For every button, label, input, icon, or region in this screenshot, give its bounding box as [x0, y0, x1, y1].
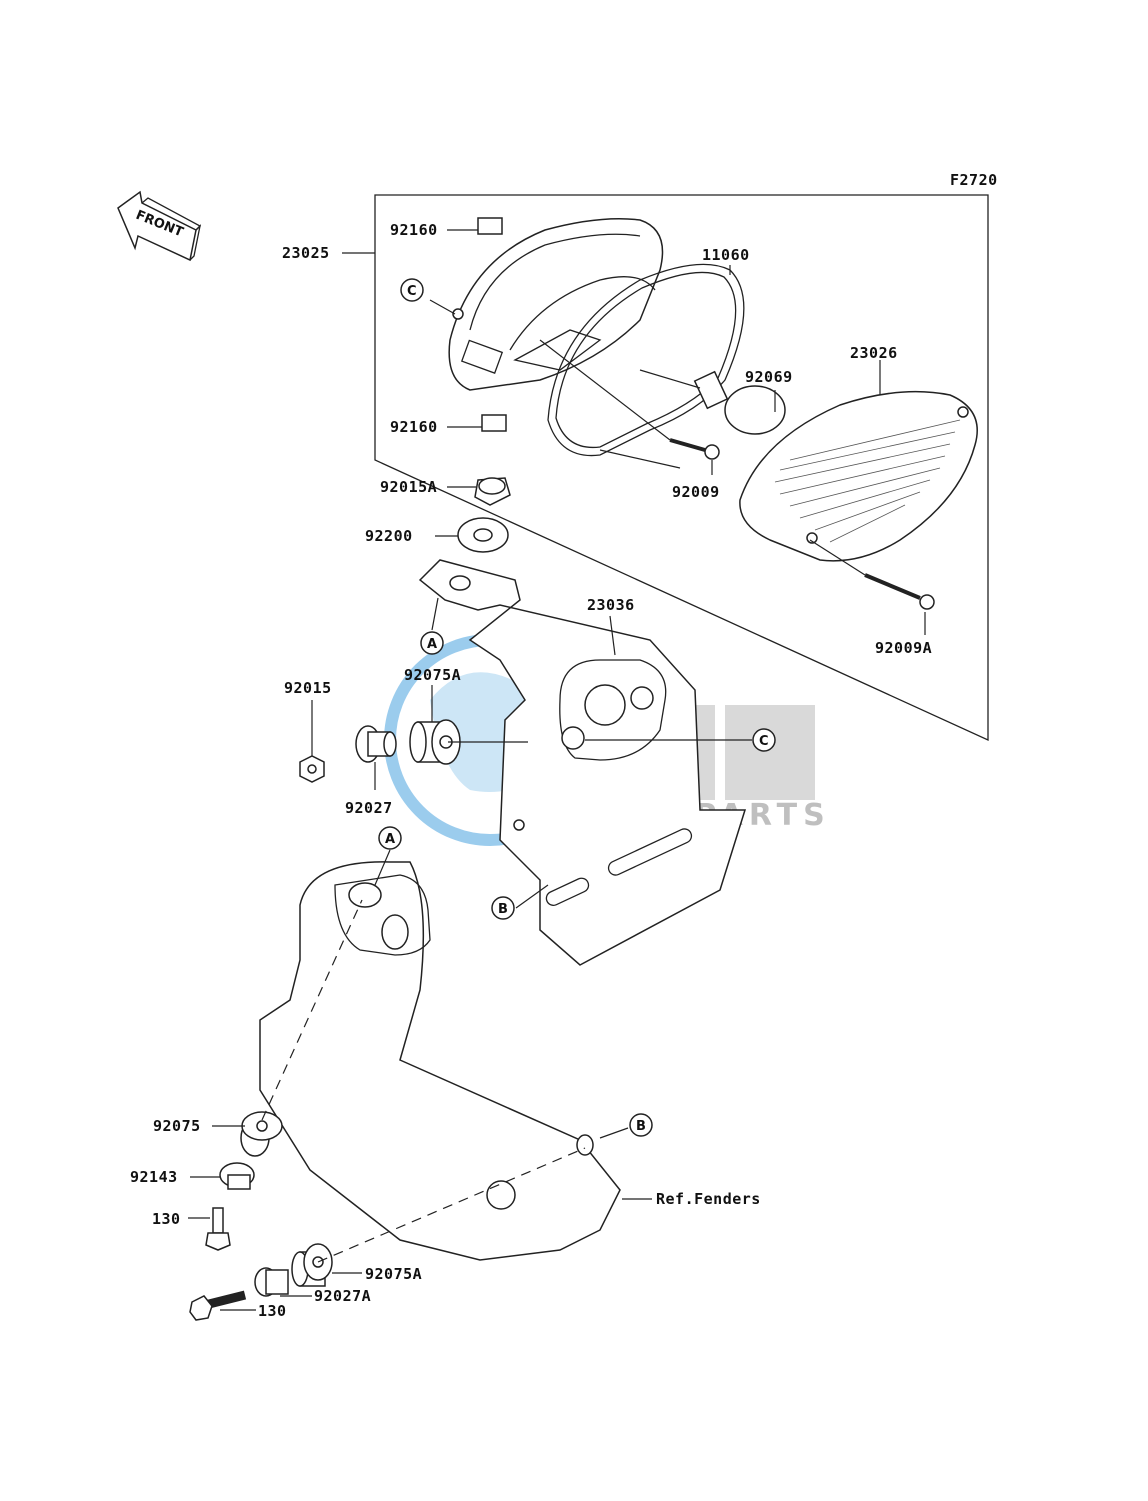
svg-text:C: C	[759, 734, 769, 749]
collar-92027A	[254, 1267, 289, 1297]
bulb-icon	[693, 370, 786, 435]
collar-92027	[355, 725, 397, 763]
reference-fenders: Ref.Fenders	[656, 1190, 761, 1208]
callout-c-right: C	[752, 728, 776, 752]
label-92009A: 92009A	[875, 639, 932, 657]
dashed-guides	[261, 899, 586, 1263]
svg-text:B: B	[498, 902, 508, 917]
grommet-92075A-top	[409, 719, 461, 765]
screw-92009	[669, 438, 720, 460]
label-130-bottom: 130	[258, 1302, 287, 1320]
svg-text:C: C	[407, 284, 417, 299]
front-arrow-icon: FRONT	[117, 190, 202, 262]
lamp-bracket	[418, 559, 747, 966]
svg-text:A: A	[427, 637, 437, 652]
callout-b-left: B	[491, 896, 515, 920]
grommet-92075	[240, 1111, 283, 1157]
label-92143: 92143	[130, 1168, 178, 1186]
callout-c-top: C	[400, 278, 424, 302]
label-92015: 92015	[284, 679, 332, 697]
label-23026: 23026	[850, 344, 898, 362]
svg-text:A: A	[385, 832, 395, 847]
leader-lines	[188, 229, 926, 1311]
label-92200: 92200	[365, 527, 413, 545]
label-92027: 92027	[345, 799, 393, 817]
rubber-block-top	[477, 217, 503, 235]
bolt-130-top	[205, 1207, 231, 1251]
collar-92143	[219, 1162, 255, 1190]
label-92027A: 92027A	[314, 1287, 371, 1305]
callout-a-top: A	[420, 631, 444, 655]
label-92075A-top: 92075A	[404, 666, 461, 684]
label-23025: 23025	[282, 244, 330, 262]
label-92069: 92069	[745, 368, 793, 386]
rubber-block-bottom	[481, 414, 507, 432]
washer	[457, 517, 509, 553]
label-92015A: 92015A	[380, 478, 437, 496]
lamp-lens	[739, 390, 978, 562]
assembly-box	[374, 194, 989, 742]
label-92160-bottom: 92160	[390, 418, 438, 436]
label-92075: 92075	[153, 1117, 201, 1135]
label-92160-top: 92160	[390, 221, 438, 239]
label-92009: 92009	[672, 483, 720, 501]
callout-a-bottom: A	[378, 826, 402, 850]
part-labels: 23025 92160 92160 11060 23026 92069 9200…	[130, 221, 932, 1320]
svg-text:B: B	[636, 1119, 646, 1134]
callout-b-right: B	[629, 1113, 653, 1137]
label-92075A-bottom: 92075A	[365, 1265, 422, 1283]
fender	[259, 861, 621, 1261]
lamp-housing	[448, 218, 664, 391]
gasket	[547, 263, 745, 457]
label-11060: 11060	[702, 246, 750, 264]
label-23036: 23036	[587, 596, 635, 614]
diagram-code: F2720	[950, 171, 998, 189]
cap-nut	[474, 477, 511, 506]
label-130-top: 130	[152, 1210, 181, 1228]
bolt-130-bottom	[189, 1290, 247, 1321]
screw-92009A	[864, 573, 935, 610]
grommet-92075A-bottom	[291, 1243, 333, 1287]
nut-92015	[299, 755, 325, 783]
